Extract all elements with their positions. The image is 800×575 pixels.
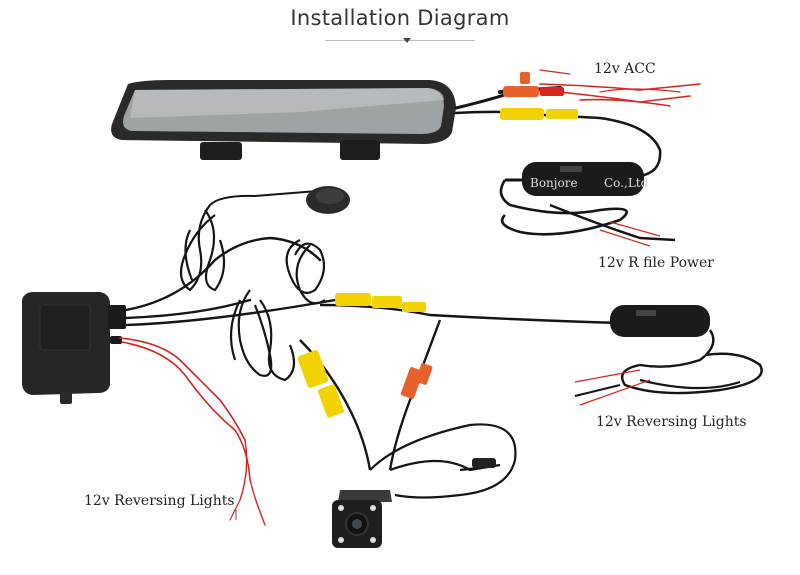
reverse-camera <box>332 490 392 548</box>
sensor-probe <box>210 186 350 214</box>
brand-mark-left: Bonjore <box>530 176 578 190</box>
brand-mark-right: Co.,Ltd <box>604 176 648 190</box>
video-rca-cable <box>320 293 620 323</box>
label-12v-reversing-lights-left: 12v Reversing Lights <box>84 493 235 509</box>
mirror-wiring <box>456 70 700 176</box>
cable-coils <box>181 205 325 380</box>
label-12v-reversing-lights-right: 12v Reversing Lights <box>596 414 747 430</box>
label-12v-r-file-power: 12v R file Power <box>598 255 714 271</box>
acc-rca-connectors <box>500 72 578 120</box>
camera-rca-lines <box>297 320 440 470</box>
rearview-mirror-monitor <box>111 80 456 160</box>
label-12v-acc: 12v ACC <box>594 61 656 77</box>
wireless-transmitter-right <box>575 305 762 405</box>
parking-sensor-control-box <box>22 292 126 404</box>
wireless-receiver-top <box>501 162 675 246</box>
control-box-wiring <box>120 238 335 525</box>
